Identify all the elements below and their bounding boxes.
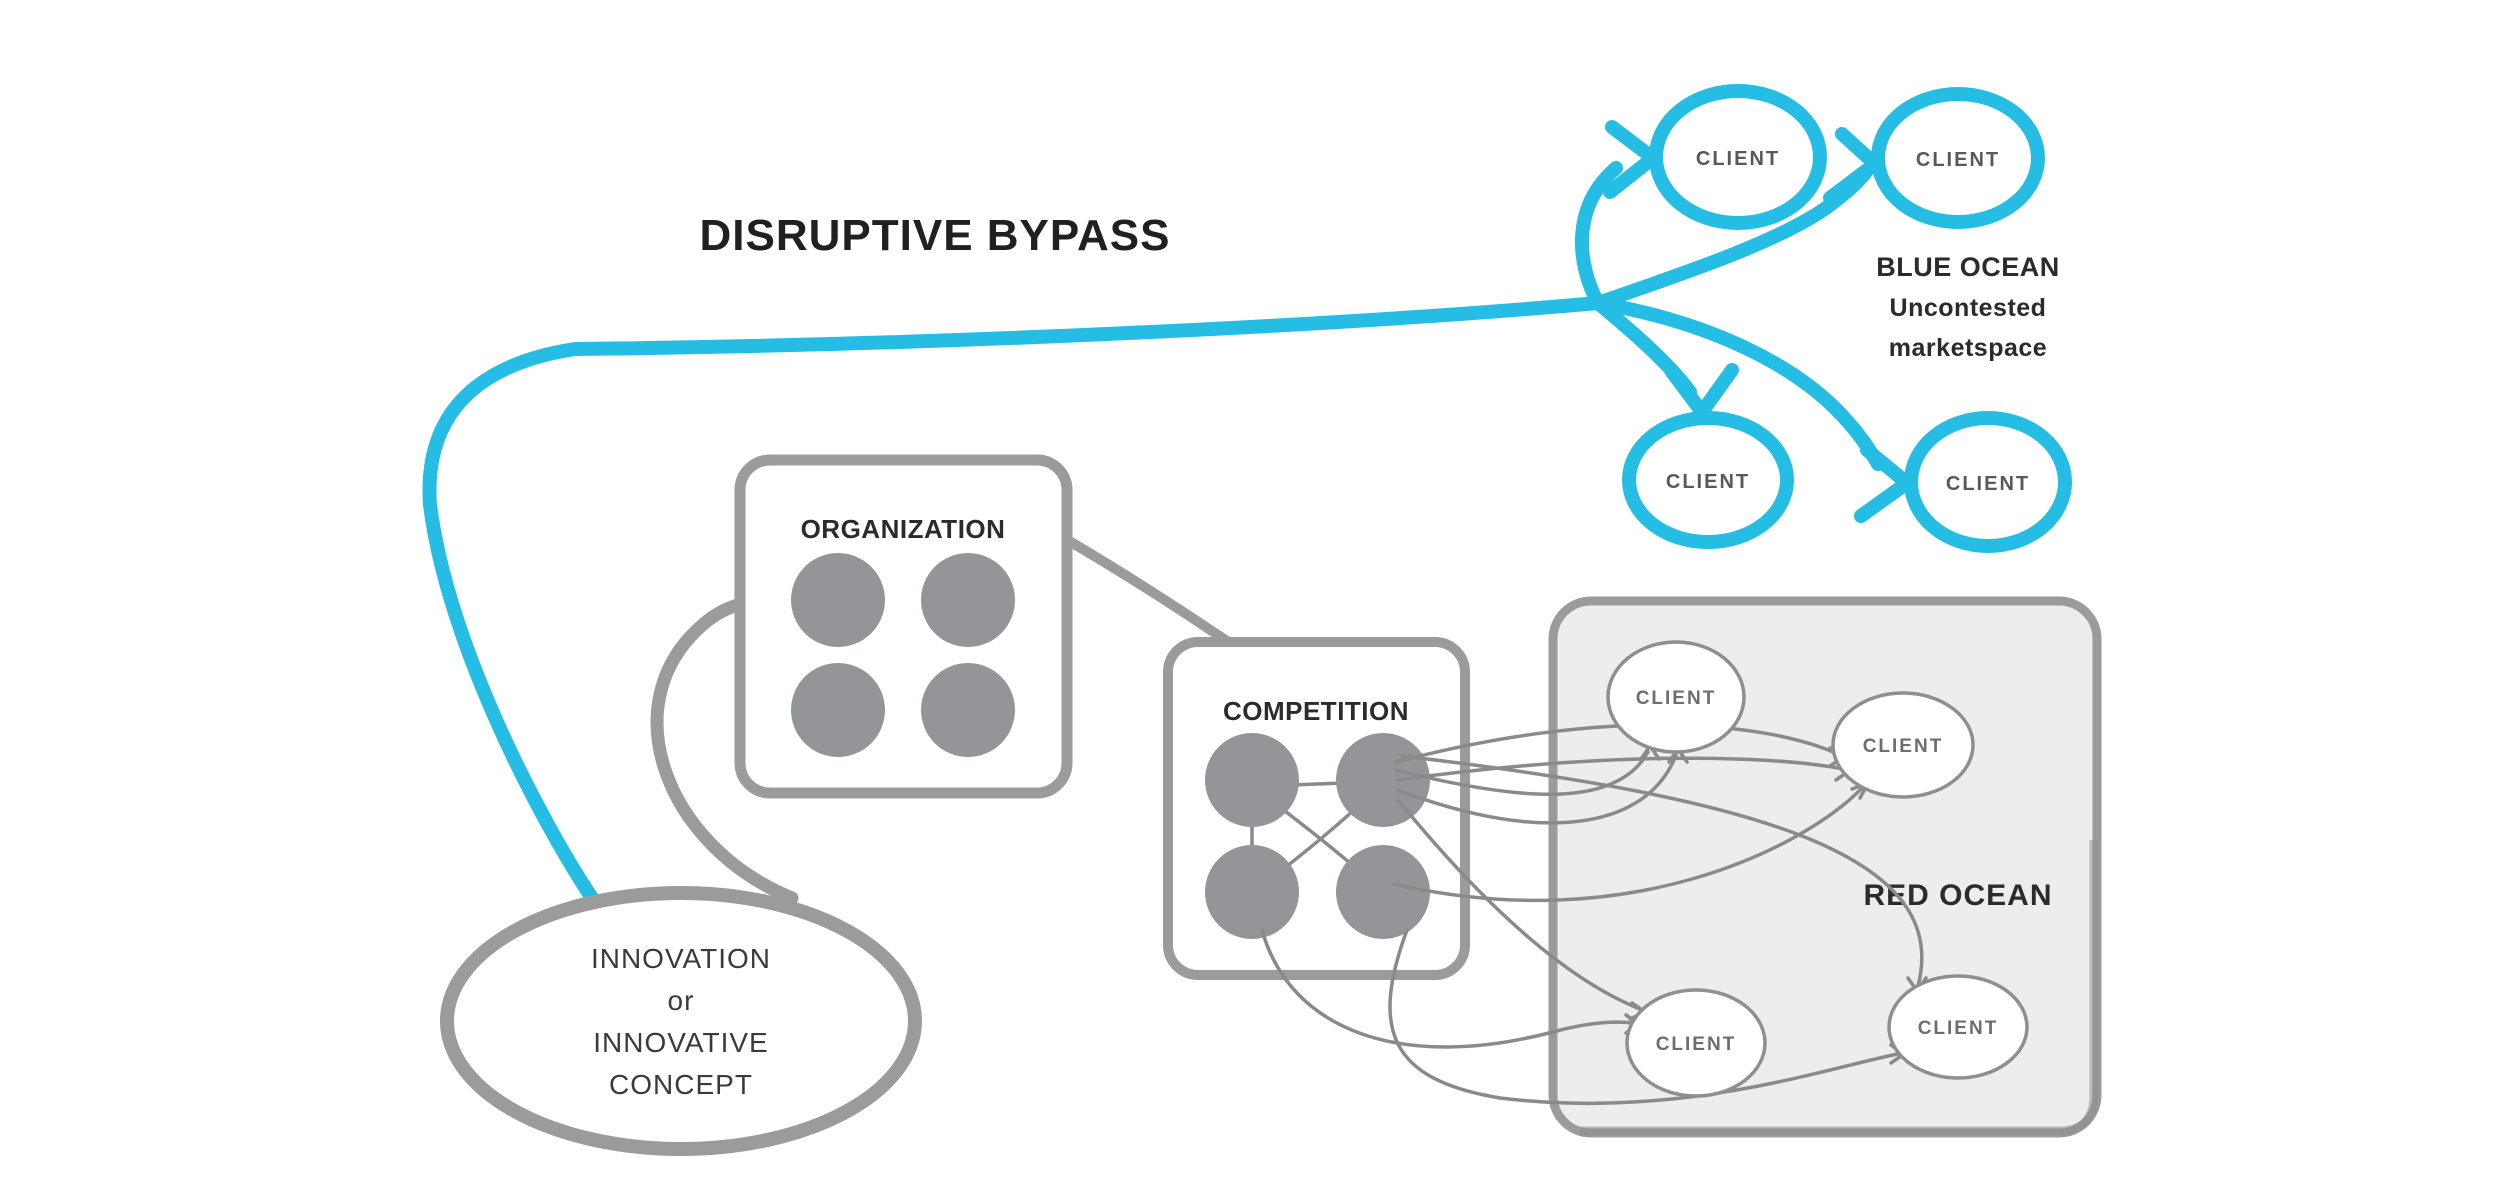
blue-client-node: CLIENT bbox=[1649, 84, 1827, 230]
competition-label: COMPETITION bbox=[1223, 696, 1409, 726]
competition-member-dot bbox=[1205, 845, 1299, 939]
diagram-title: DISRUPTIVE BYPASS bbox=[700, 211, 1171, 260]
arrowhead bbox=[1665, 363, 1739, 419]
red-ocean-box-shadow bbox=[1580, 840, 2099, 1136]
organization-group: ORGANIZATION bbox=[650, 454, 1381, 905]
competition-client-link bbox=[1394, 750, 1650, 796]
blue-ocean-label-group: BLUE OCEAN Uncontested marketspace bbox=[1876, 252, 2060, 362]
client-label: CLIENT bbox=[1916, 149, 2000, 171]
client-ellipse bbox=[1606, 640, 1746, 754]
competition-client-link bbox=[1400, 754, 1924, 988]
innovation-label-line2: or bbox=[668, 985, 695, 1016]
bypass-path-main bbox=[422, 296, 1605, 905]
competition-client-link bbox=[1260, 928, 1635, 1049]
client-label: CLIENT bbox=[1656, 1034, 1737, 1055]
client-label: CLIENT bbox=[1918, 1018, 1999, 1039]
red-client-node: CLIENT bbox=[1606, 640, 1746, 754]
org-member-dot bbox=[791, 663, 885, 757]
organization-box bbox=[734, 454, 1073, 799]
arrowhead bbox=[1603, 120, 1660, 199]
innovation-label-line1: INNOVATION bbox=[591, 943, 771, 974]
client-ellipse bbox=[1904, 411, 2072, 553]
client-ellipse bbox=[1831, 691, 1975, 799]
innovation-label-line3: INNOVATIVE bbox=[593, 1027, 768, 1058]
innovation-group: INNOVATION or INNOVATIVE CONCEPT bbox=[440, 886, 922, 1156]
red-ocean-clients-group: CLIENT CLIENT CLIENT CLIENT bbox=[1606, 640, 2029, 1098]
client-label: CLIENT bbox=[1636, 688, 1717, 709]
organization-label: ORGANIZATION bbox=[801, 514, 1006, 544]
red-client-node: CLIENT bbox=[1831, 691, 1975, 799]
org-member-dot bbox=[921, 553, 1015, 647]
competition-client-link bbox=[1396, 798, 1642, 1011]
red-client-node: CLIENT bbox=[1625, 988, 1767, 1098]
org-member-dot bbox=[791, 553, 885, 647]
client-ellipse bbox=[1625, 988, 1767, 1098]
org-member-dot bbox=[921, 663, 1015, 757]
red-ocean-label: RED OCEAN bbox=[1863, 879, 2052, 912]
bypass-path-group bbox=[422, 120, 1914, 905]
client-label: CLIENT bbox=[1666, 471, 1750, 493]
competition-box bbox=[1163, 637, 1470, 980]
client-ellipse bbox=[1622, 411, 1794, 549]
innovation-label-line4: CONCEPT bbox=[609, 1069, 753, 1100]
client-ellipse bbox=[1887, 974, 2029, 1080]
competition-member-dot bbox=[1205, 733, 1299, 827]
blue-ocean-title: BLUE OCEAN bbox=[1876, 252, 2060, 282]
competition-client-link bbox=[1396, 753, 1678, 825]
blue-client-node: CLIENT bbox=[1904, 411, 2072, 553]
innovation-organization-connector bbox=[650, 596, 799, 905]
innovation-ellipse bbox=[440, 886, 922, 1156]
competition-client-link bbox=[1388, 928, 1900, 1106]
blue-ocean-subtitle-line2: marketspace bbox=[1889, 334, 2047, 362]
client-ellipse bbox=[1649, 84, 1827, 230]
competition-group: COMPETITION bbox=[1163, 637, 1470, 980]
bypass-branch-client1 bbox=[1574, 161, 1623, 310]
blue-client-node: CLIENT bbox=[1622, 411, 1794, 549]
arrowhead bbox=[1823, 127, 1882, 205]
competition-member-dot bbox=[1336, 733, 1430, 827]
competition-member-dot bbox=[1336, 845, 1430, 939]
client-ellipse bbox=[1871, 87, 2045, 229]
blue-ocean-clients-group: CLIENT CLIENT CLIENT CLIENT bbox=[1622, 84, 2072, 553]
blue-ocean-subtitle-line1: Uncontested bbox=[1890, 294, 2047, 322]
red-client-node: CLIENT bbox=[1887, 974, 2029, 1080]
client-label: CLIENT bbox=[1946, 473, 2030, 495]
blue-client-node: CLIENT bbox=[1871, 87, 2045, 229]
client-label: CLIENT bbox=[1696, 148, 1780, 170]
competition-client-link bbox=[1396, 756, 1846, 782]
client-label: CLIENT bbox=[1863, 736, 1944, 757]
arrowhead bbox=[1854, 443, 1914, 523]
